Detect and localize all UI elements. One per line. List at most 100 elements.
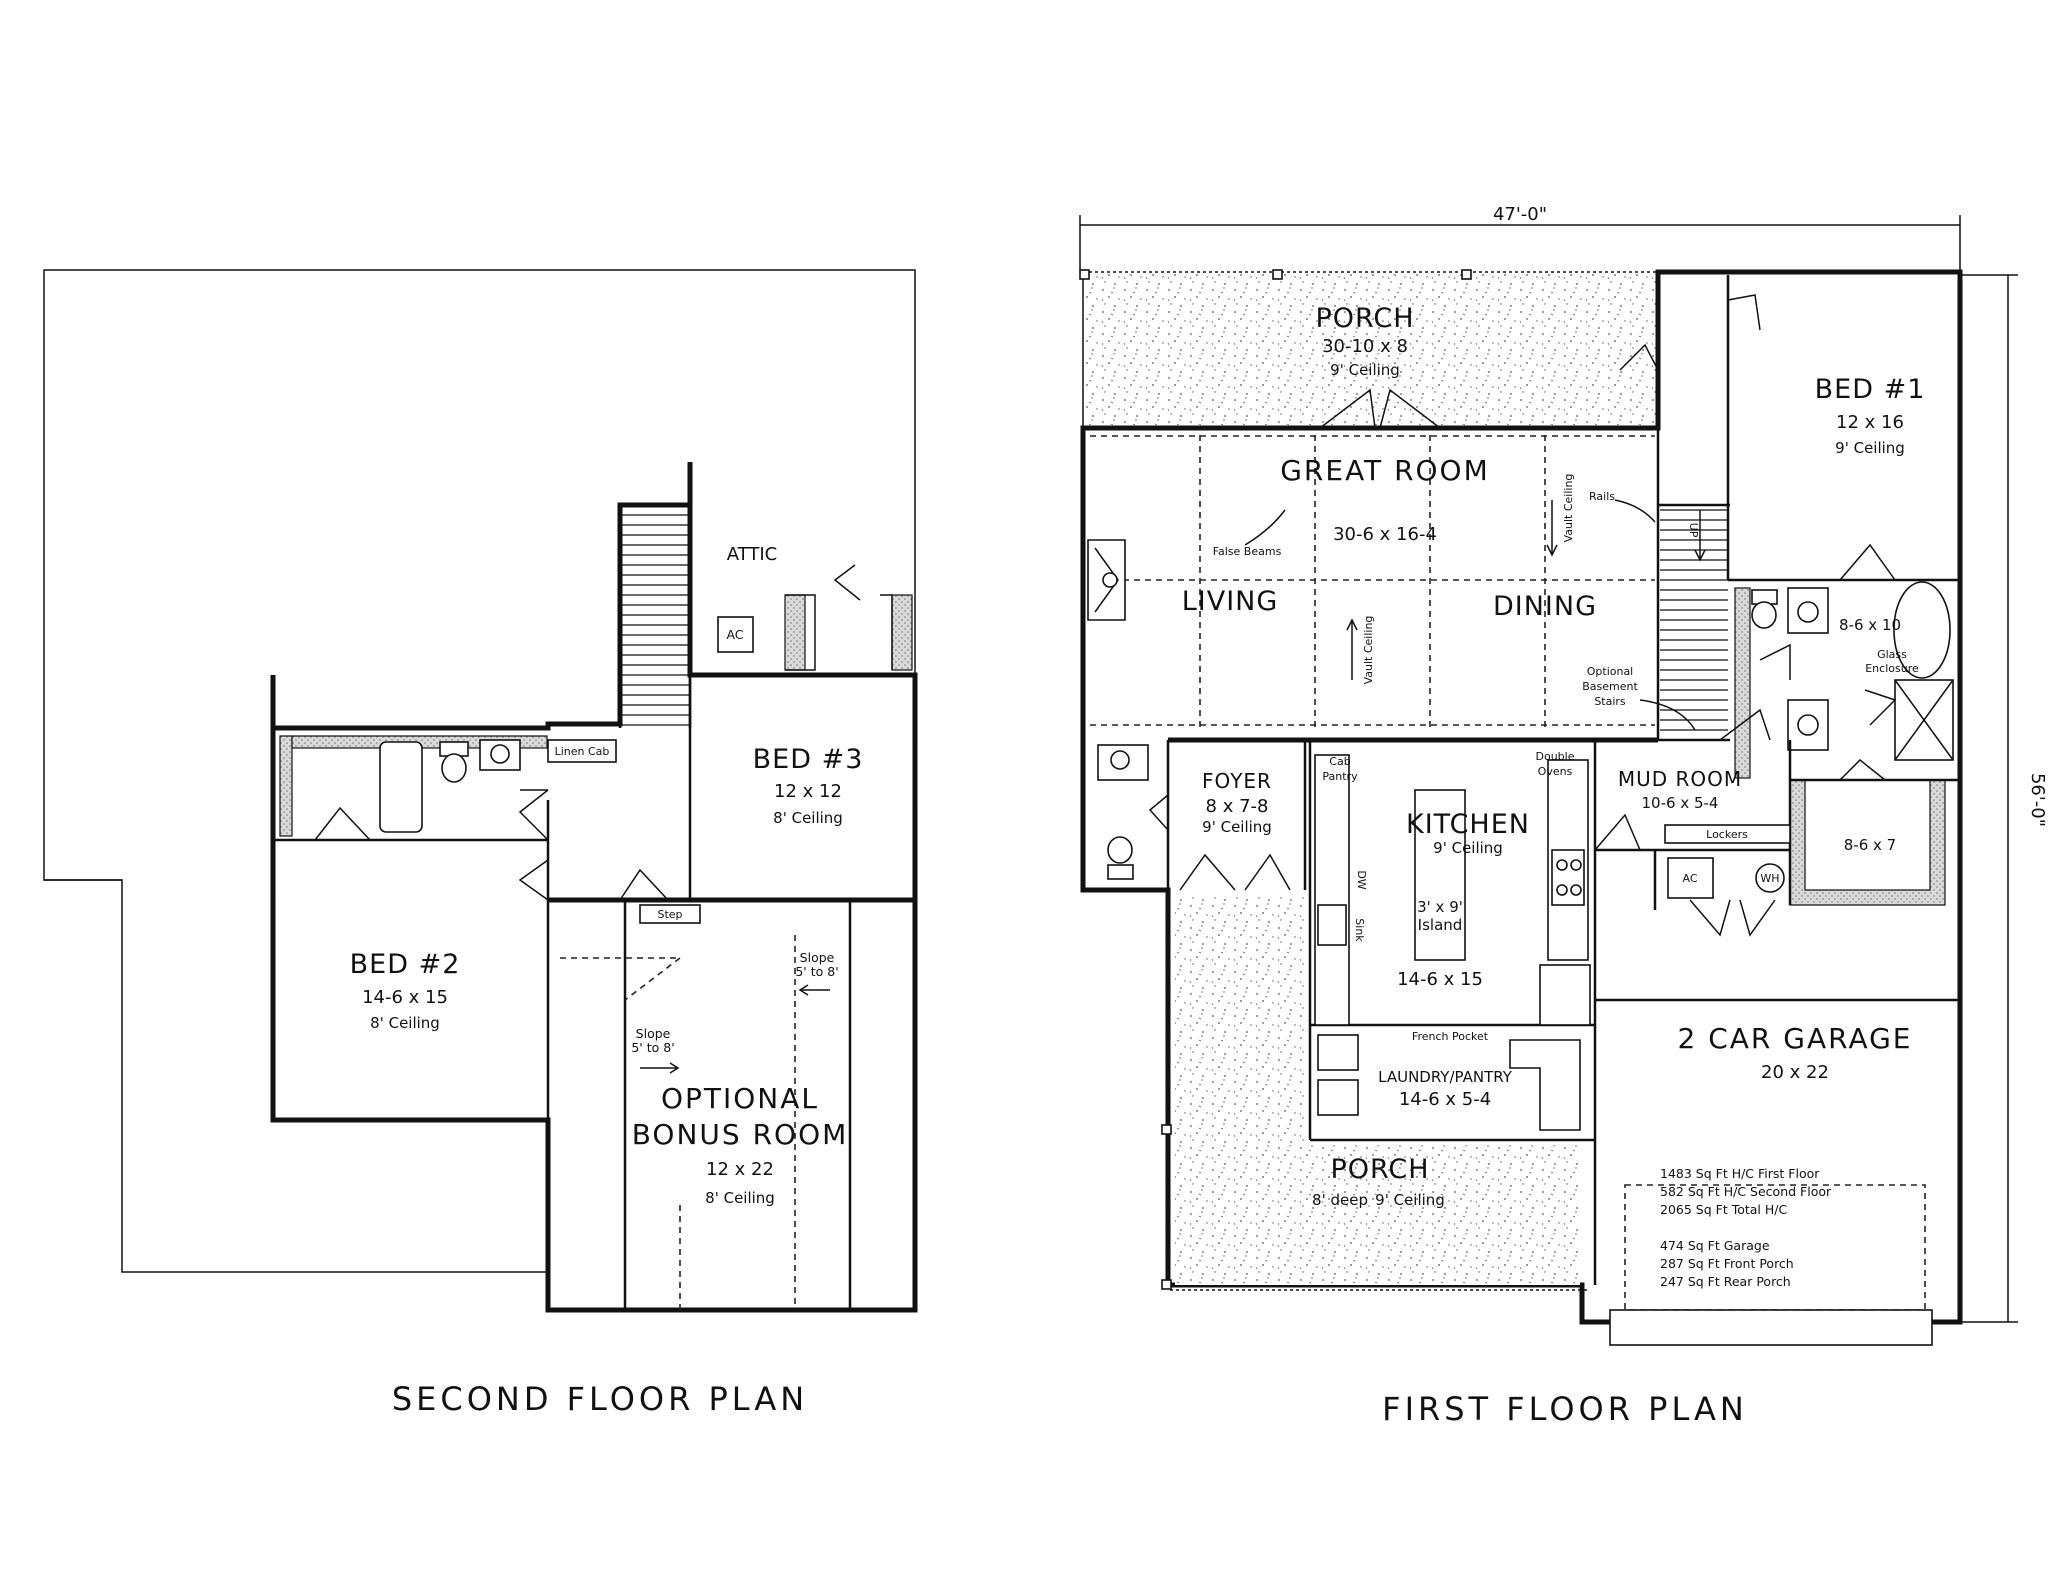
dining-label: DINING	[1493, 591, 1597, 622]
bed3-ceiling: 8' Ceiling	[773, 809, 843, 827]
master-toilet	[1751, 601, 1777, 629]
step	[639, 904, 701, 924]
linen-cabinet	[547, 739, 617, 763]
water-heater-label: WH	[1760, 872, 1779, 885]
first-floor-title: FIRST FLOOR PLAN	[1382, 1390, 1748, 1428]
attic-ac-label: AC	[726, 627, 743, 642]
rear-porch-name: PORCH	[1315, 303, 1414, 334]
master-bath-size: 8-6 x 10	[1839, 616, 1901, 634]
slope-left-line2: 5' to 8'	[631, 1040, 674, 1055]
basement-stairs-line3: Stairs	[1594, 695, 1626, 708]
refrigerator	[1539, 964, 1591, 1026]
washer	[1317, 1034, 1359, 1071]
stat-line: 1483 Sq Ft H/C First Floor	[1660, 1166, 1820, 1181]
dishwasher-label: DW	[1355, 870, 1368, 889]
kitchen-size: 14-6 x 15	[1397, 969, 1483, 990]
double-ovens-line1: Double	[1536, 750, 1575, 763]
living-label: LIVING	[1182, 586, 1279, 617]
front-porch-name: PORCH	[1330, 1154, 1429, 1185]
front-porch-size: 8' deep	[1312, 1191, 1368, 1209]
first-floor-plan: 47'-0" 56'-0"	[1079, 204, 2048, 1428]
rear-porch-area	[1083, 272, 1658, 428]
linen-cab-label: Linen Cab	[555, 745, 610, 758]
bed3-size: 12 x 12	[774, 781, 842, 802]
garage-size: 20 x 22	[1761, 1062, 1829, 1083]
bonus-name-line1: OPTIONAL	[661, 1082, 819, 1115]
square-footage-stats: 1483 Sq Ft H/C First Floor 582 Sq Ft H/C…	[1660, 1166, 1832, 1289]
rails-label: Rails	[1589, 490, 1615, 503]
attic-label: ATTIC	[727, 544, 777, 565]
glass-enclosure-line2: Enclosure	[1865, 662, 1919, 675]
stair-treads	[620, 504, 690, 726]
island-line2: Island	[1418, 916, 1463, 934]
laundry-size: 14-6 x 5-4	[1399, 1089, 1491, 1110]
depth-dimension: 56'-0"	[2027, 773, 2048, 827]
water-heater	[1755, 863, 1785, 893]
slope-left-line1: Slope	[636, 1026, 671, 1041]
stat-line: 287 Sq Ft Front Porch	[1660, 1256, 1794, 1271]
cab-pantry-line1: Cab	[1329, 755, 1350, 768]
garage-name: 2 CAR GARAGE	[1678, 1022, 1913, 1055]
bonus-name-line2: BONUS ROOM	[632, 1118, 849, 1151]
rear-porch-size: 30-10 x 8	[1322, 336, 1408, 357]
kitchen-counter-left	[1314, 754, 1350, 1026]
rear-porch-ceiling: 9' Ceiling	[1330, 361, 1400, 379]
garage-apron	[1609, 1309, 1933, 1346]
first-floor-ac-unit	[1667, 857, 1714, 899]
first-floor-ac-label: AC	[1682, 872, 1697, 885]
kitchen-sink	[1317, 904, 1347, 946]
width-dimension: 47'-0"	[1493, 204, 1547, 225]
front-porch-ceiling: 9' Ceiling	[1375, 1191, 1445, 1209]
great-room-name: GREAT ROOM	[1280, 454, 1490, 487]
mud-room-size: 10-6 x 5-4	[1642, 794, 1719, 812]
lockers	[1664, 824, 1791, 844]
second-floor-plan: AC ATTIC Linen Cab Step Slope 5' to	[43, 269, 918, 1418]
bed1-name: BED #1	[1815, 374, 1926, 405]
false-beams-label: False Beams	[1213, 545, 1282, 558]
bonus-size: 12 x 22	[706, 1159, 774, 1180]
stairs-up-label: UP	[1687, 523, 1700, 538]
basement-stairs-line2: Basement	[1582, 680, 1638, 693]
double-ovens-line2: Ovens	[1538, 765, 1573, 778]
bed2-name: BED #2	[350, 949, 461, 980]
dryer	[1317, 1079, 1359, 1116]
mud-room-name: MUD ROOM	[1618, 767, 1742, 791]
powder-toilet	[1107, 836, 1133, 864]
master-tub	[1893, 581, 1951, 679]
basement-stairs-line1: Optional	[1587, 665, 1634, 678]
stat-line: 2065 Sq Ft Total H/C	[1660, 1202, 1787, 1217]
step-label: Step	[657, 908, 682, 921]
foyer-name: FOYER	[1202, 769, 1272, 793]
master-sink	[1797, 601, 1819, 623]
bed3-name: BED #3	[753, 744, 864, 775]
kitchen-ceiling: 9' Ceiling	[1433, 839, 1503, 857]
bed1-ceiling: 9' Ceiling	[1835, 439, 1905, 457]
sink-label: Sink	[1353, 918, 1366, 942]
cooktop	[1551, 849, 1585, 906]
slope-right-line2: 5' to 8'	[795, 964, 838, 979]
great-room-stairs	[1660, 509, 1728, 731]
laundry-counter	[1509, 1039, 1581, 1131]
closet-size: 8-6 x 7	[1844, 836, 1896, 854]
attic-ac-unit	[717, 616, 754, 653]
stat-line: 474 Sq Ft Garage	[1660, 1238, 1770, 1253]
slope-right-line1: Slope	[800, 950, 835, 965]
bonus-ceiling: 8' Ceiling	[705, 1189, 775, 1207]
french-pocket-label: French Pocket	[1412, 1030, 1489, 1043]
lockers-label: Lockers	[1706, 828, 1748, 841]
kitchen-name: KITCHEN	[1406, 809, 1530, 840]
bed2-size: 14-6 x 15	[362, 987, 448, 1008]
vault-ceiling-label-1: Vault Ceiling	[1362, 616, 1375, 685]
foyer-ceiling: 9' Ceiling	[1202, 818, 1272, 836]
great-room-size: 30-6 x 16-4	[1333, 524, 1437, 545]
bathtub	[379, 741, 423, 833]
foyer-size: 8 x 7-8	[1206, 796, 1269, 817]
vault-ceiling-label-2: Vault Ceiling	[1562, 474, 1575, 543]
stat-line: 247 Sq Ft Rear Porch	[1660, 1274, 1791, 1289]
cab-pantry-line2: Pantry	[1322, 770, 1358, 783]
toilet	[441, 753, 467, 783]
powder-sink	[1110, 750, 1130, 770]
bed2-ceiling: 8' Ceiling	[370, 1014, 440, 1032]
stat-line: 582 Sq Ft H/C Second Floor	[1660, 1184, 1832, 1199]
